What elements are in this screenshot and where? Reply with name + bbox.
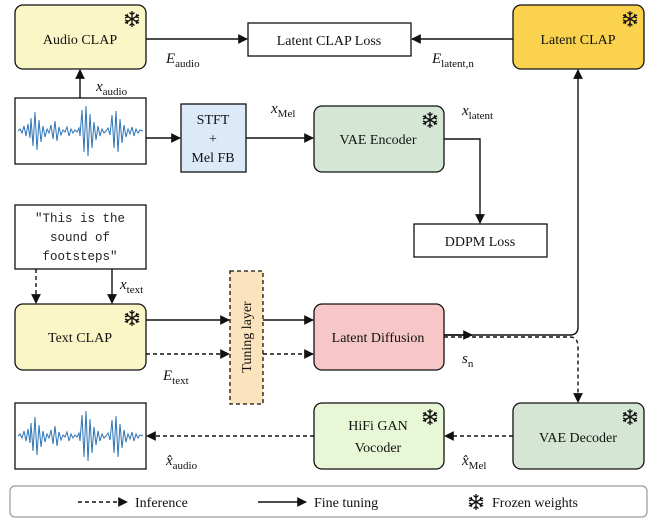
label-e-text: Etext [162, 368, 189, 387]
arrow-vae-encoder-to-ddpm [444, 138, 485, 224]
latent-clap-box: Latent CLAP [512, 4, 645, 70]
label-e-latent-n: Elatent,n [431, 51, 474, 70]
text-clap-label: Text CLAP [48, 331, 112, 346]
prompt-line-1: "This is the [35, 212, 125, 226]
input-waveform [14, 97, 147, 165]
prompt-line-2: sound of [50, 231, 110, 245]
label-s-n: sn [462, 351, 474, 370]
tuning-layer-label: Tuning layer [240, 301, 255, 373]
latent-clap-loss-label: Latent CLAP Loss [277, 34, 381, 49]
vae-decoder-box: VAE Decoder [512, 402, 645, 470]
text-clap-box: Text CLAP [14, 303, 147, 371]
audio-clap-label: Audio CLAP [43, 33, 118, 48]
hifigan-vocoder-box: HiFi GAN Vocoder [313, 402, 445, 470]
tuning-layer-box: Tuning layer [229, 270, 264, 405]
legend-inference-label: Inference [135, 496, 188, 511]
legend-fine-tuning-label: Fine tuning [314, 496, 378, 511]
ddpm-loss-box: DDPM Loss [413, 223, 548, 258]
ddpm-loss-label: DDPM Loss [445, 235, 515, 250]
text-prompt-box: "This is the sound of footsteps" [14, 204, 147, 270]
latent-clap-label: Latent CLAP [540, 33, 615, 48]
latent-diffusion-label: Latent Diffusion [332, 331, 425, 346]
arrow-diffusion-to-vae-decoder [444, 336, 583, 403]
label-xhat-audio: x̂audio [165, 453, 198, 472]
legend: Inference Fine tuning Frozen weights [9, 485, 648, 518]
plus-label: + [209, 132, 217, 147]
vae-encoder-box: VAE Encoder [313, 105, 445, 173]
hifigan-label: HiFi GAN [348, 419, 408, 434]
stft-label: STFT [197, 113, 230, 128]
latent-clap-loss-box: Latent CLAP Loss [247, 22, 412, 57]
stft-melfb-box: STFT + Mel FB [180, 103, 247, 173]
legend-frozen-label: Frozen weights [492, 496, 578, 511]
arrow-diffusion-to-latent-clap [444, 69, 583, 336]
label-x-text: xtext [119, 277, 143, 296]
label-xhat-mel: x̂Mel [461, 453, 486, 472]
audio-clap-box: Audio CLAP [14, 4, 147, 70]
mel-fb-label: Mel FB [191, 151, 234, 166]
vae-encoder-label: VAE Encoder [339, 133, 416, 148]
label-x-latent: xlatent [461, 103, 493, 122]
label-x-mel: xMel [270, 101, 295, 120]
label-x-audio: xaudio [95, 79, 128, 98]
vocoder-label: Vocoder [355, 441, 402, 456]
latent-diffusion-box: Latent Diffusion [313, 303, 445, 371]
output-waveform [14, 402, 147, 470]
label-e-audio: Eaudio [165, 51, 200, 70]
vae-decoder-label: VAE Decoder [539, 431, 617, 446]
prompt-line-3: footsteps" [42, 250, 117, 264]
